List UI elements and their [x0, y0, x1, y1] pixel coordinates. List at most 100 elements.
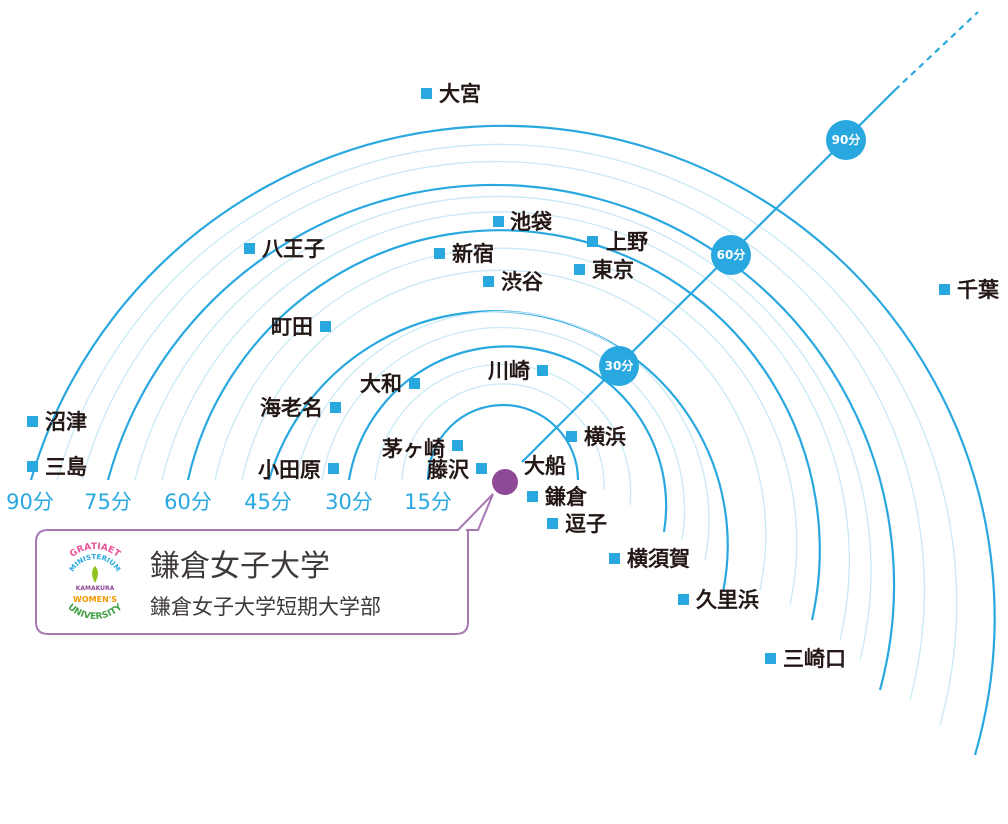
- svg-text:渋谷: 渋谷: [501, 270, 544, 294]
- station-marker: [939, 284, 950, 295]
- ring-label-15: 15分: [404, 490, 452, 514]
- station-marker: [409, 378, 420, 389]
- station-zushi: 逗子: [547, 512, 607, 536]
- station-misakiguchi: 三崎口: [765, 647, 846, 671]
- ring-label-30: 30分: [325, 490, 373, 514]
- station-ueno: 上野: [587, 230, 648, 254]
- svg-text:三島: 三島: [45, 455, 87, 479]
- svg-text:海老名: 海老名: [260, 396, 323, 420]
- station-marker: [547, 518, 558, 529]
- ring-90: [29, 124, 996, 756]
- station-ikebukuro: 池袋: [493, 210, 553, 234]
- station-yokohama: 横浜: [566, 425, 626, 449]
- station-mishima: 三島: [27, 455, 87, 479]
- svg-text:WOMEN'S: WOMEN'S: [73, 595, 117, 604]
- origin-ofuna: 大船: [492, 454, 566, 495]
- station-marker: [476, 463, 487, 474]
- station-kawasaki: 川崎: [487, 359, 548, 383]
- svg-text:八王子: 八王子: [262, 237, 325, 261]
- station-yokosuka: 横須賀: [609, 547, 690, 571]
- ring-60: [186, 229, 821, 621]
- station-chiba: 千葉: [939, 278, 1000, 302]
- station-kamakura: 鎌倉: [527, 485, 588, 509]
- minor-rings: [56, 143, 958, 726]
- svg-text:川崎: 川崎: [487, 359, 530, 383]
- station-hachioji: 八王子: [244, 237, 325, 261]
- svg-text:鎌倉: 鎌倉: [545, 485, 588, 509]
- university-callout: GRATIAET UNIVERSITY MINISTERIUM WOMEN'S …: [35, 493, 494, 635]
- ring-15: [426, 403, 580, 481]
- station-marker: [330, 402, 341, 413]
- svg-text:上野: 上野: [606, 230, 648, 254]
- station-marker: [244, 243, 255, 254]
- university-name: 鎌倉女子大学: [150, 549, 330, 584]
- station-marker: [765, 653, 776, 664]
- station-marker: [421, 88, 432, 99]
- station-machida: 町田: [271, 315, 331, 339]
- svg-text:沼津: 沼津: [45, 410, 87, 434]
- station-marker: [678, 594, 689, 605]
- station-marker: [587, 236, 598, 247]
- svg-text:90分: 90分: [832, 132, 861, 147]
- station-odawara: 小田原: [258, 458, 339, 482]
- svg-text:久里浜: 久里浜: [696, 588, 759, 612]
- svg-text:逗子: 逗子: [565, 512, 607, 536]
- svg-text:新宿: 新宿: [452, 242, 494, 266]
- station-marker: [566, 431, 577, 442]
- svg-text:30分: 30分: [605, 358, 634, 373]
- station-yamato: 大和: [360, 372, 420, 396]
- station-marker: [493, 216, 504, 227]
- ring-labels: 90分 75分 60分 45分 30分 15分: [6, 490, 452, 514]
- ring-label-45: 45分: [244, 490, 292, 514]
- station-fujisawa: 藤沢: [426, 458, 487, 482]
- stations: 大宮 池袋 上野 八王子 新宿 東京 渋谷 千葉: [27, 82, 1000, 671]
- ring-30: [347, 345, 668, 533]
- svg-text:横須賀: 横須賀: [627, 547, 690, 571]
- svg-text:KAMAKURA: KAMAKURA: [76, 585, 115, 592]
- badge-60: 60分: [711, 235, 751, 275]
- svg-text:60分: 60分: [717, 247, 746, 262]
- svg-text:藤沢: 藤沢: [426, 458, 470, 482]
- callout-border: [35, 493, 494, 635]
- station-kurihama: 久里浜: [678, 588, 759, 612]
- station-omiya: 大宮: [421, 82, 481, 106]
- svg-text:三崎口: 三崎口: [783, 647, 846, 671]
- station-marker: [483, 276, 494, 287]
- ray-badges: 30分 60分 90分: [599, 120, 866, 386]
- svg-text:千葉: 千葉: [957, 278, 1000, 302]
- station-marker: [537, 365, 548, 376]
- origin-marker: [492, 469, 518, 495]
- logo-leaf-icon: [92, 566, 98, 583]
- ring-label-90: 90分: [6, 490, 54, 514]
- svg-text:横浜: 横浜: [584, 425, 626, 449]
- university-subname: 鎌倉女子大学短期大学部: [150, 595, 381, 619]
- station-marker: [527, 491, 538, 502]
- station-marker: [434, 248, 445, 259]
- badge-30: 30分: [599, 346, 639, 386]
- station-shibuya: 渋谷: [483, 270, 544, 294]
- svg-text:東京: 東京: [592, 258, 634, 282]
- station-marker: [328, 463, 339, 474]
- station-marker: [27, 461, 38, 472]
- ring-label-75: 75分: [84, 490, 132, 514]
- station-marker: [320, 321, 331, 332]
- station-numazu: 沼津: [27, 410, 87, 434]
- station-marker: [27, 416, 38, 427]
- station-marker: [574, 264, 585, 275]
- svg-text:大和: 大和: [360, 372, 402, 396]
- badge-90: 90分: [826, 120, 866, 160]
- ring-75: [106, 183, 896, 691]
- svg-text:大宮: 大宮: [439, 82, 481, 106]
- svg-text:池袋: 池袋: [510, 210, 553, 234]
- station-tokyo: 東京: [574, 258, 634, 282]
- station-marker: [452, 440, 463, 451]
- svg-text:小田原: 小田原: [258, 458, 321, 482]
- station-ebina: 海老名: [260, 396, 341, 420]
- origin-label: 大船: [524, 454, 566, 478]
- station-chigasaki: 茅ヶ崎: [382, 437, 463, 461]
- svg-text:茅ヶ崎: 茅ヶ崎: [382, 437, 445, 461]
- station-shinjuku: 新宿: [434, 242, 494, 266]
- ring-label-60: 60分: [164, 490, 212, 514]
- svg-text:町田: 町田: [271, 315, 313, 339]
